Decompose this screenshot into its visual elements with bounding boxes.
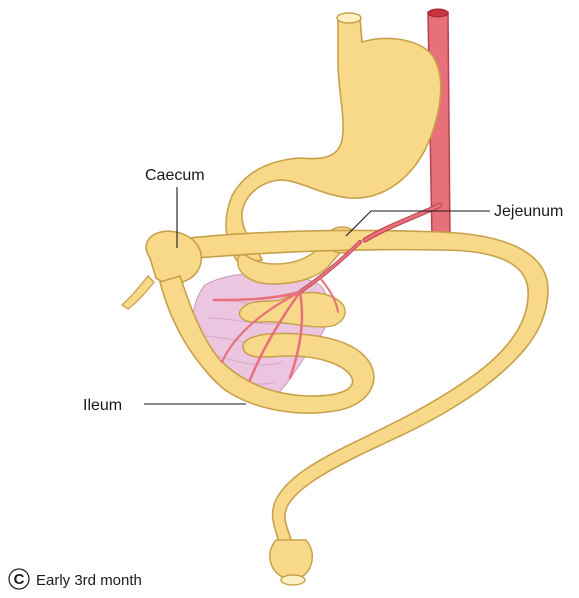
stomach xyxy=(226,18,441,262)
jejeunum-label: Jejeunum xyxy=(494,203,563,220)
appendix xyxy=(122,276,154,309)
caecum-label: Caecum xyxy=(145,167,205,184)
ileum-label: Ileum xyxy=(83,397,122,414)
panel-letter: C xyxy=(14,571,25,588)
caecum-body xyxy=(146,231,201,283)
aorta-cut-end xyxy=(428,9,448,17)
hindgut-cut-end xyxy=(281,575,305,585)
panel-caption: Early 3rd month xyxy=(36,572,142,589)
oesophagus-cut-end xyxy=(337,13,361,23)
hindgut-end xyxy=(270,540,312,578)
